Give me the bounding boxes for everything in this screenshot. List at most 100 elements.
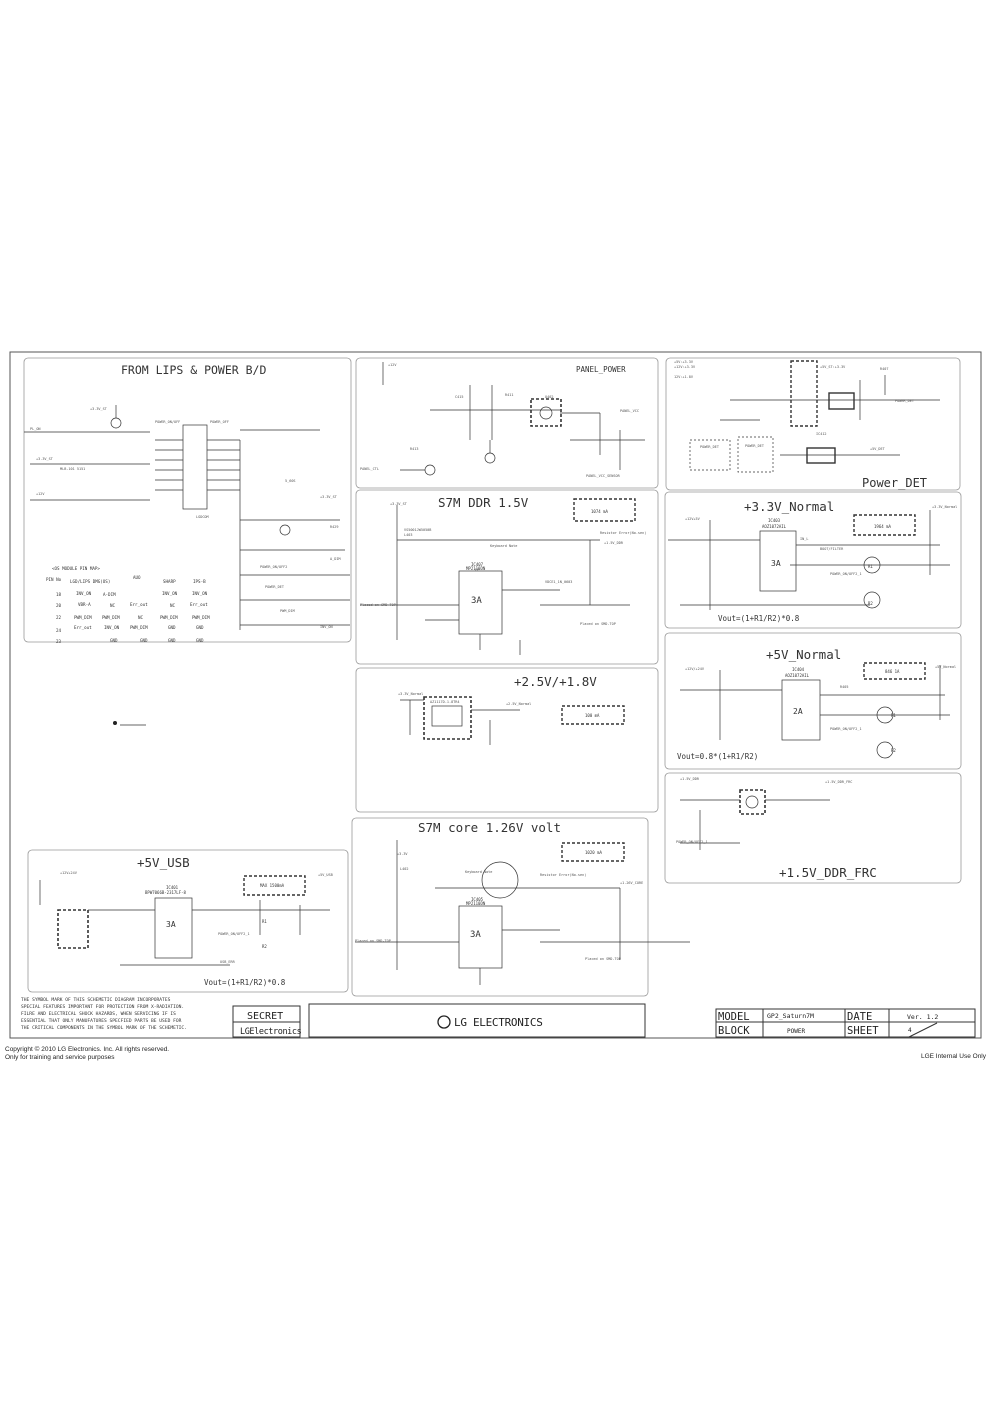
ddr15-ref: IC407 — [471, 562, 484, 567]
svg-text:23: 23 — [56, 639, 62, 644]
core-chip — [458, 905, 503, 969]
svg-text:IN_L: IN_L — [800, 537, 808, 541]
box-lips — [23, 357, 352, 643]
svg-text:+3.3V_ST: +3.3V_ST — [90, 407, 108, 411]
v5-note-box — [863, 662, 926, 680]
usb-note-box — [243, 875, 306, 896]
ddr15-note: 1074 mA — [591, 509, 608, 514]
v5-ref: IC404 — [792, 667, 805, 672]
svg-text:VDCE1_1N_0603: VDCE1_1N_0603 — [545, 580, 572, 584]
title-v5: +5V_Normal — [766, 647, 841, 662]
svg-text:POWER_OFF: POWER_OFF — [210, 420, 229, 424]
safety-line-1: THE SYMBOL MARK OF THIS SCHEMETIC DIAGRA… — [21, 997, 171, 1003]
svg-text:POWER_DET: POWER_DET — [265, 585, 285, 589]
svg-text:+1.5V_DDR: +1.5V_DDR — [604, 541, 624, 545]
pin-header-3: SHARP — [163, 579, 176, 584]
title-usb: +5V_USB — [137, 855, 190, 870]
svg-text:INV_ON: INV_ON — [162, 591, 178, 596]
lg-small-logo: LGElectronics — [240, 1027, 302, 1037]
box-v33 — [664, 491, 962, 629]
sheet-label: SHEET — [847, 1025, 879, 1037]
core-amps: 3A — [470, 930, 481, 940]
v5-formula: Vout=0.8*(1+R1/R2) — [677, 752, 758, 761]
usb-ref: IC401 — [166, 885, 179, 890]
svg-text:+5V_ST:+3.3V: +5V_ST:+3.3V — [820, 365, 846, 369]
svg-text:MLB-101 5151: MLB-101 5151 — [60, 467, 85, 471]
core-ref: IC405 — [471, 897, 484, 902]
pin-header-0: PIN No — [46, 577, 62, 582]
svg-text:R407: R407 — [880, 367, 888, 371]
box-power-det — [665, 357, 961, 491]
svg-text:INV_ON: INV_ON — [104, 625, 120, 630]
core-part: MP2110DN — [466, 901, 486, 906]
svg-text:R411: R411 — [505, 393, 513, 397]
svg-text:POWER_DET: POWER_DET — [700, 445, 720, 449]
usb-part: BPW7066B-2317LF-8 — [145, 890, 187, 895]
v25-note: 100 mA — [585, 713, 600, 718]
power-det-ic — [828, 392, 855, 410]
v25-note-box — [561, 705, 625, 725]
svg-text:AZ1117D-1.8TR4: AZ1117D-1.8TR4 — [430, 700, 460, 704]
svg-text:Keyboard Note: Keyboard Note — [490, 544, 517, 548]
svg-text:Placed on SMD-TOP: Placed on SMD-TOP — [580, 622, 616, 626]
core-note: 1020 mA — [585, 850, 602, 855]
usb-amps: 3A — [166, 920, 176, 929]
panel-fet-highlight — [530, 398, 562, 427]
v5-r2: R2 — [891, 748, 896, 753]
svg-text:L402: L402 — [400, 867, 408, 871]
svg-text:GND: GND — [196, 638, 204, 643]
pin-header-2: AUO — [133, 575, 141, 580]
svg-text:+5V_DET: +5V_DET — [870, 447, 886, 451]
svg-text:POWER_ON/OFF: POWER_ON/OFF — [155, 420, 180, 424]
safety-line-5: THE CRITICAL COMPONENTS IN THE SYMBOL MA… — [21, 1025, 187, 1031]
svg-text:+12V: +12V — [36, 492, 45, 496]
svg-text:R405: R405 — [840, 685, 848, 689]
title-frc: +1.5V_DDR_FRC — [779, 865, 877, 880]
pin-header-1: LGD/LIPS DMG(OS) — [70, 579, 110, 584]
svg-text:+2.5V_Normal: +2.5V_Normal — [506, 702, 531, 706]
svg-text:+12V+5V: +12V+5V — [685, 517, 701, 521]
v33-note: 1964 mA — [874, 524, 891, 529]
box-core — [351, 817, 649, 997]
v5-r1: R1 — [891, 713, 896, 718]
svg-text:+12V+24V: +12V+24V — [60, 871, 78, 875]
svg-text:PWM_DIM: PWM_DIM — [160, 615, 178, 620]
lg-center-logo: LG ELECTRONICS — [454, 1016, 543, 1029]
svg-text:L403: L403 — [404, 533, 412, 537]
svg-text:Err_out: Err_out — [74, 625, 92, 630]
box-panel — [355, 357, 659, 489]
svg-text:22: 22 — [56, 615, 62, 620]
svg-text:EP: EP — [475, 568, 479, 572]
svg-text:PWM_DIM: PWM_DIM — [130, 625, 148, 630]
svg-text:+5V_Normal: +5V_Normal — [935, 665, 956, 669]
svg-text:POWER_ON/OFF2_1: POWER_ON/OFF2_1 — [218, 932, 250, 936]
svg-text:+1.5V_DDR_FRC: +1.5V_DDR_FRC — [825, 780, 852, 784]
svg-text:20: 20 — [56, 603, 62, 608]
svg-text:PANEL_VCC: PANEL_VCC — [620, 409, 639, 413]
internal-use-note: LGE Internal Use Only — [920, 1053, 986, 1060]
ddr15-note-box — [573, 498, 636, 522]
svg-text:Placed on SMD-TOP: Placed on SMD-TOP — [360, 603, 396, 607]
svg-text:INV_ON: INV_ON — [192, 591, 208, 596]
title-panel: PANEL_POWER — [576, 365, 626, 374]
box-v5 — [664, 632, 962, 770]
usb-r1: R1 — [262, 919, 267, 924]
sheet-border — [9, 351, 982, 1039]
svg-text:Q402: Q402 — [545, 395, 553, 399]
svg-text:C415: C415 — [455, 395, 463, 399]
safety-line-2: SPECIAL FEATURES IMPORTANT FOR PROTECTIO… — [21, 1004, 184, 1010]
transistor-q2 — [279, 524, 291, 536]
v33-amps: 3A — [771, 559, 781, 568]
pin-map-title: <OS MODULE PIN MAP> — [52, 566, 100, 571]
svg-text:+5V:+3.3V: +5V:+3.3V — [674, 360, 694, 364]
ddr15-amps: 3A — [471, 596, 482, 606]
v33-formula: Vout=(1+R1/R2)*0.8 — [718, 614, 800, 623]
copyright-note: Copyright © 2010 LG Electronics. Inc. Al… — [5, 1046, 169, 1062]
svg-text:Resistor Error(No.sen): Resistor Error(No.sen) — [540, 873, 586, 877]
ddr15-part: MP2110DN — [466, 566, 486, 571]
svg-text:Resistor Error(No.sen): Resistor Error(No.sen) — [600, 531, 646, 535]
box-v25 — [355, 667, 659, 813]
svg-text:POWER_ON/OFF2_1: POWER_ON/OFF2_1 — [830, 572, 862, 576]
svg-text:+12V/+24V: +12V/+24V — [685, 667, 705, 671]
v5-part: AOZ1072AIL — [785, 673, 810, 678]
